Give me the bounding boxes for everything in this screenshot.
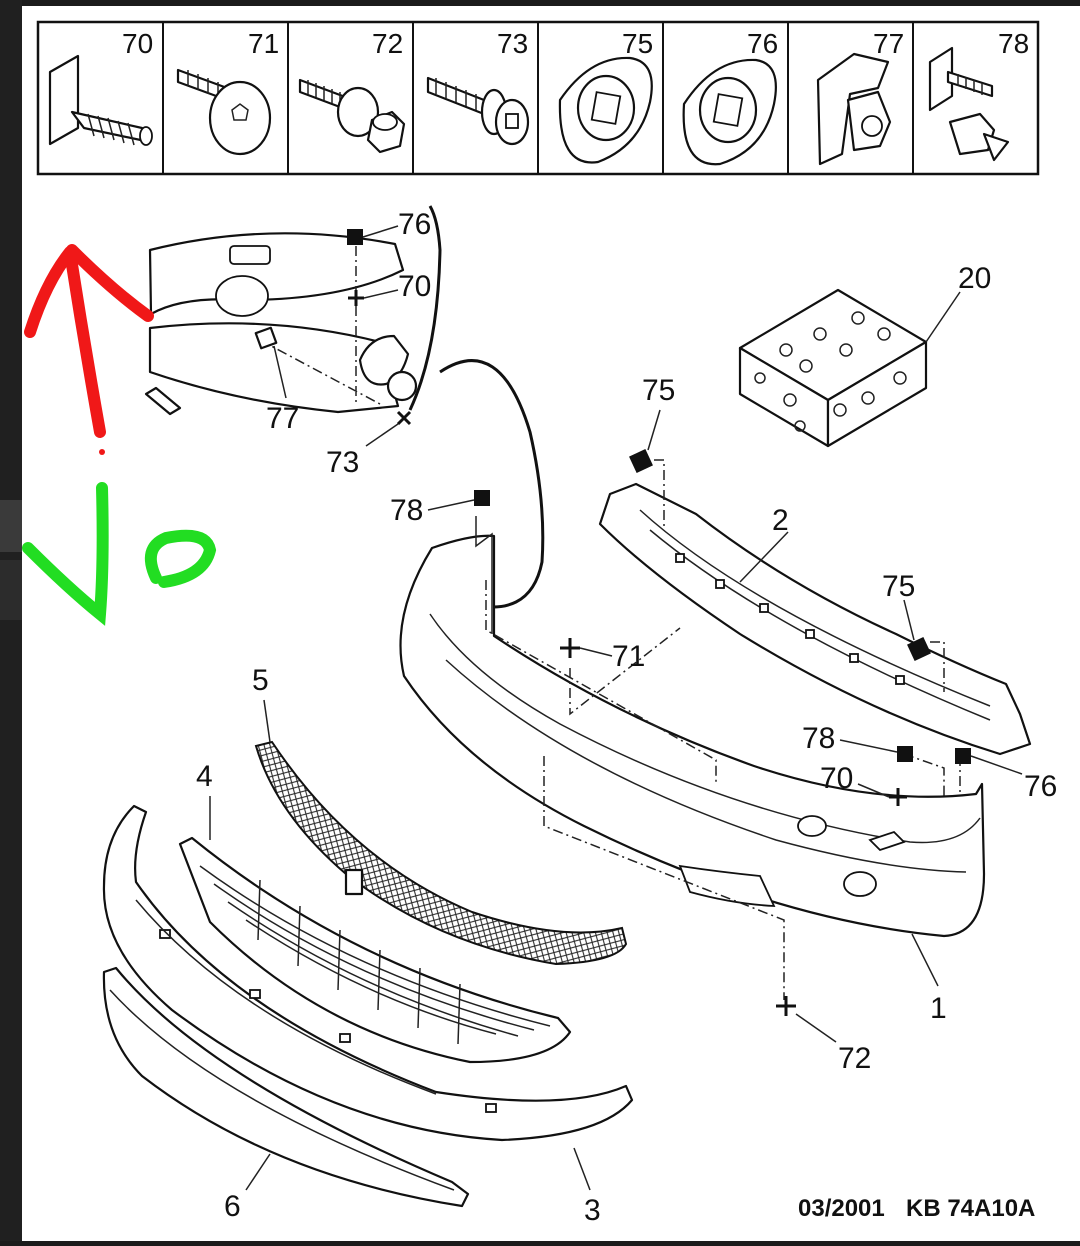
arrow-up-red-annotation (24, 244, 154, 455)
fastener-header-table: 70 71 72 73 75 76 77 78 (36, 20, 1040, 176)
header-label-77: 77 (873, 28, 904, 59)
front-bumper: 1 (399, 516, 986, 1025)
beam-clip-callouts: 75 75 (629, 374, 945, 692)
inset-callouts: 76 70 77 73 (266, 208, 431, 479)
inset-detail (144, 205, 545, 609)
left-edge-band (0, 500, 22, 552)
square-clip-icon (558, 56, 653, 164)
header-label-78: 78 (998, 28, 1029, 59)
assembly-dashed-lines (485, 580, 961, 1000)
mesh-grille: 5 (252, 664, 628, 966)
screw-grommet-icon (426, 76, 530, 146)
callout-inset-76: 76 (398, 208, 431, 241)
footer-date: 03/2001 (798, 1195, 885, 1222)
callout-clip-76: 76 (1024, 770, 1057, 803)
fastener-kit-box: 20 (738, 262, 991, 448)
callout-clip-78-b: 78 (802, 722, 835, 755)
header-label-71: 71 (248, 28, 279, 59)
callout-clip-75-b: 75 (882, 570, 915, 603)
callout-lip-3: 3 (584, 1194, 601, 1227)
callout-clip-78-a: 78 (390, 494, 423, 527)
header-label-72: 72 (372, 28, 403, 59)
slatted-grille: 4 (178, 760, 572, 1064)
diagram-sheet: 70 71 72 73 75 76 77 78 (22, 6, 1080, 1241)
check-mark-green-annotation (22, 482, 217, 626)
exploded-parts-diagram: 70 71 72 73 75 76 77 78 (22, 20, 1057, 1227)
square-clip-icon-2 (682, 58, 777, 166)
callout-grille-5: 5 (252, 664, 269, 697)
left-edge-band (0, 560, 22, 620)
footer-reference: KB 74A10A (906, 1195, 1035, 1222)
plate-screw-plug-icon (928, 46, 1010, 162)
callout-screw-72: 72 (838, 1042, 871, 1075)
header-label-73: 73 (497, 28, 528, 59)
callout-beam-2: 2 (772, 504, 789, 537)
header-label-75: 75 (622, 28, 653, 59)
callout-inset-70: 70 (398, 270, 431, 303)
spring-clip-icon (816, 52, 892, 166)
callout-screw-71: 71 (612, 640, 645, 673)
callout-kit-20: 20 (958, 262, 991, 295)
callout-screw-70: 70 (820, 762, 853, 795)
lower-lip-panel: 3 (102, 804, 634, 1227)
left-edge-strip (0, 0, 22, 1241)
lower-spoiler: 6 (102, 966, 470, 1223)
callout-spoiler-6: 6 (224, 1190, 241, 1223)
reinforcement-beam: 2 (598, 482, 1032, 756)
stud-plate-icon (48, 54, 153, 146)
callout-inset-77: 77 (266, 402, 299, 435)
bolt-washer-nut-icon (298, 78, 406, 154)
bumper-callouts: 78 71 78 70 76 72 (390, 490, 1057, 1075)
callout-bumper-1: 1 (930, 992, 947, 1025)
callout-clip-75-a: 75 (642, 374, 675, 407)
header-label-70: 70 (122, 28, 153, 59)
header-label-76: 76 (747, 28, 778, 59)
callout-grille-4: 4 (196, 760, 213, 793)
torx-screw-icon (176, 68, 272, 156)
callout-inset-73: 73 (326, 446, 359, 479)
